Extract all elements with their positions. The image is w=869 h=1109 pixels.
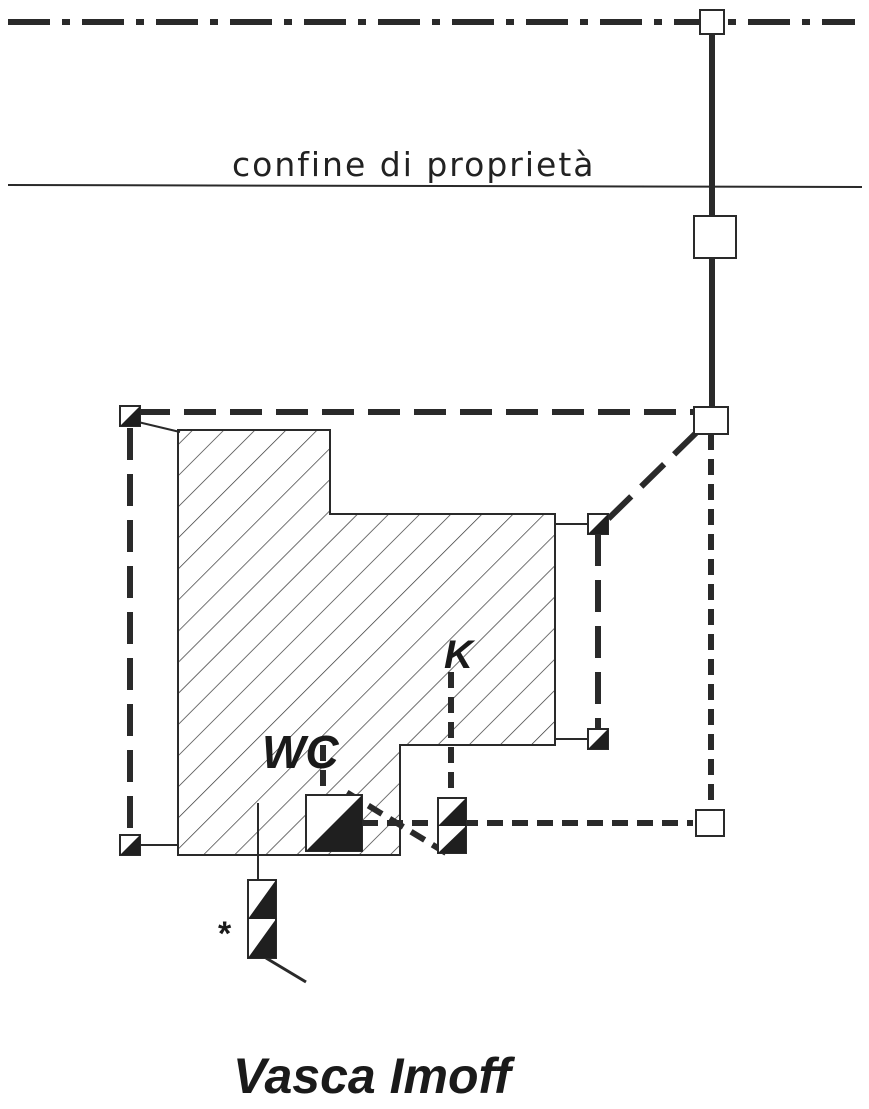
wc-label: WC — [262, 726, 339, 778]
bottom-right-inspection-box — [695, 809, 725, 837]
drain-branch-top-left — [137, 421, 181, 433]
kitchen-grease-trap — [437, 797, 467, 854]
building-footprint — [177, 429, 556, 856]
property-boundary-label: confine di proprietà — [232, 145, 595, 184]
asterisk-trap — [247, 879, 277, 959]
kitchen-drain-to-tank — [344, 789, 448, 856]
corner-inspection-box — [693, 406, 729, 435]
property-boundary-line — [7, 184, 863, 188]
inlet-right-top — [587, 513, 609, 535]
drain-pipe-diagonal-right — [600, 429, 700, 527]
inlet-right-bottom — [587, 728, 609, 750]
street-junction-box — [699, 9, 725, 35]
inlet-bottom-left — [119, 834, 141, 856]
asterisk-label: * — [218, 915, 232, 953]
boundary-inspection-box — [693, 215, 737, 259]
kitchen-label: K — [444, 633, 476, 677]
trap-to-tank-line — [265, 956, 307, 984]
imhoff-tank-label: Vasca Imoff — [233, 1048, 515, 1104]
inlet-top-left — [119, 405, 141, 427]
imhoff-tank-symbol — [305, 794, 363, 852]
